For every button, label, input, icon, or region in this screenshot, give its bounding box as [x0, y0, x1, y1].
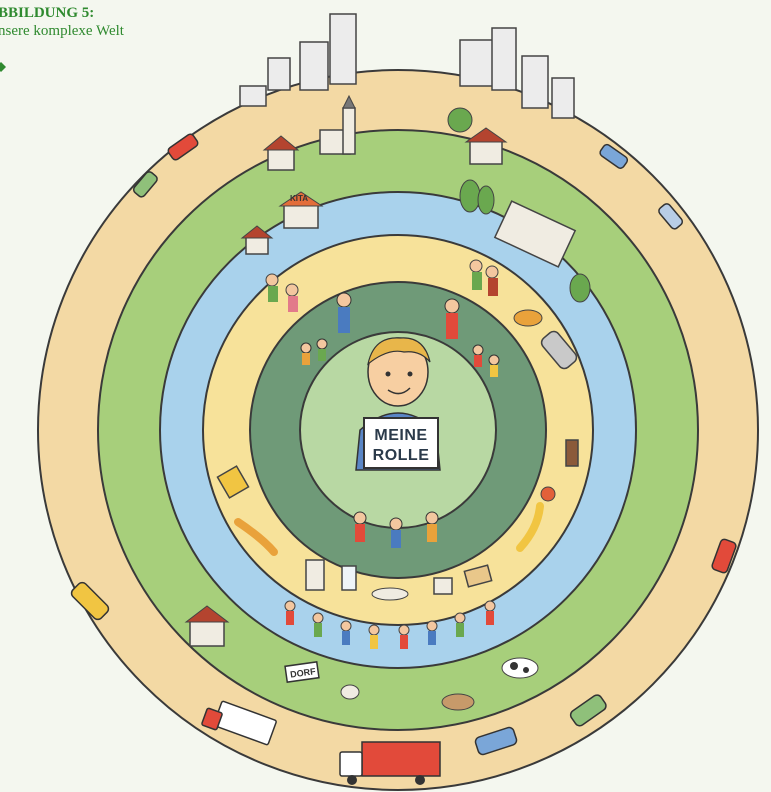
cow-brown: [442, 694, 474, 710]
sign-line-1: MEINE: [374, 427, 427, 444]
meine-rolle-sign: MEINE ROLLE: [364, 418, 438, 468]
dorf-sign: DORF: [285, 662, 319, 682]
chicken: [341, 685, 359, 699]
kita-label: KITA: [290, 194, 308, 203]
sign-line-2: ROLLE: [373, 447, 430, 464]
cow-spotted: [502, 658, 538, 678]
